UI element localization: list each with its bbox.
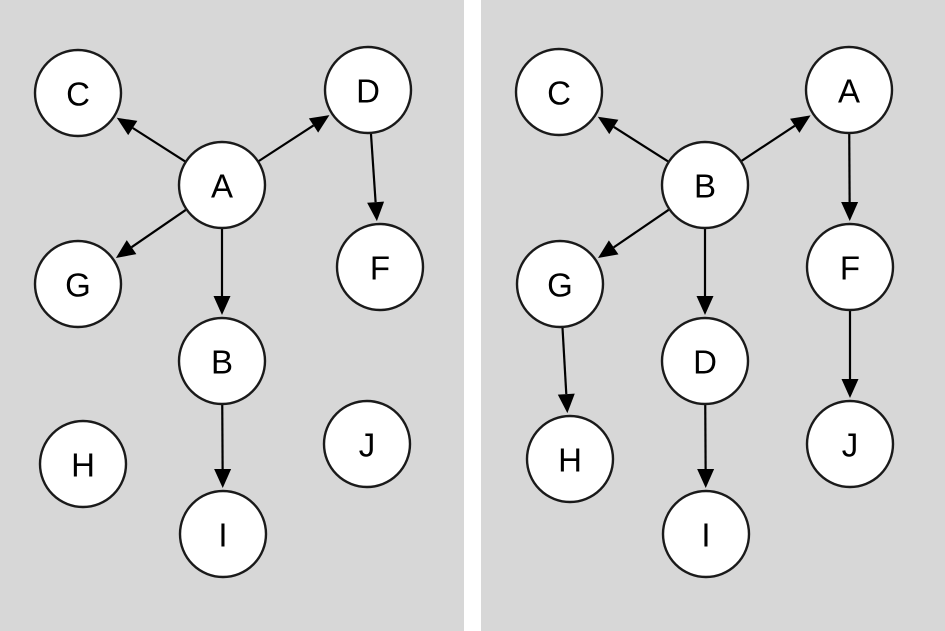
arrowhead-icon: [116, 117, 138, 136]
edge-shaft: [130, 209, 187, 249]
graph-node-j[interactable]: J: [322, 399, 412, 489]
arrowhead-icon: [214, 468, 232, 488]
node-label: G: [547, 267, 573, 304]
node-label: C: [66, 76, 90, 113]
graph-edge-a-to-c: [116, 117, 186, 163]
graph-node-f[interactable]: F: [805, 222, 895, 312]
node-circle[interactable]: [804, 45, 894, 135]
left-graph-panel: C D A G F B J H I: [0, 0, 464, 631]
node-layer: C A B G F D J H I: [514, 45, 895, 579]
graph-node-j[interactable]: J: [805, 399, 895, 489]
node-circle[interactable]: [335, 222, 425, 312]
graph-node-d[interactable]: D: [660, 316, 750, 406]
node-label: D: [356, 73, 380, 110]
graph-edge-a-to-f: [841, 133, 859, 221]
graph-node-i[interactable]: I: [178, 489, 268, 579]
node-label: F: [840, 250, 860, 287]
node-label: A: [211, 168, 233, 205]
arrowhead-icon: [841, 379, 859, 398]
arrowhead-icon: [597, 240, 619, 259]
node-circle[interactable]: [177, 316, 267, 406]
arrowhead-icon: [115, 240, 137, 258]
edge-shaft: [613, 208, 670, 249]
node-circle[interactable]: [805, 399, 895, 489]
graph-node-a[interactable]: A: [177, 140, 267, 230]
graph-edge-b-to-c: [597, 116, 669, 163]
node-label: B: [211, 344, 233, 381]
node-circle[interactable]: [515, 239, 605, 329]
arrowhead-icon: [213, 296, 231, 315]
graph-edge-b-to-a: [741, 115, 811, 162]
node-circle[interactable]: [805, 222, 895, 312]
node-circle[interactable]: [177, 140, 267, 230]
edge-shaft: [741, 124, 796, 162]
node-circle[interactable]: [660, 316, 750, 406]
graph-node-b[interactable]: B: [177, 316, 267, 406]
node-circle[interactable]: [33, 239, 123, 329]
arrowhead-icon: [308, 115, 330, 133]
left-graph-canvas: C D A G F B J H I: [33, 45, 425, 579]
node-label: D: [693, 344, 717, 381]
arrowhead-icon: [790, 115, 811, 133]
graph-node-c[interactable]: C: [514, 47, 604, 137]
graph-edge-a-to-g: [115, 209, 187, 258]
node-label: A: [838, 73, 860, 110]
graph-node-g[interactable]: G: [515, 239, 605, 329]
edge-layer: [557, 115, 859, 488]
graph-edge-a-to-d: [258, 115, 330, 162]
node-circle[interactable]: [178, 489, 268, 579]
node-circle[interactable]: [323, 45, 413, 135]
graph-node-i[interactable]: I: [661, 489, 751, 579]
graph-node-c[interactable]: C: [33, 48, 123, 138]
arrowhead-icon: [557, 393, 575, 414]
graph-node-f[interactable]: F: [335, 222, 425, 312]
node-label: B: [694, 168, 716, 205]
arrowhead-icon: [696, 296, 714, 315]
node-circle[interactable]: [661, 489, 751, 579]
node-circle[interactable]: [322, 399, 412, 489]
node-label: F: [370, 250, 390, 287]
edge-shaft: [369, 133, 377, 203]
right-graph-panel: C A B G F D J H I: [481, 0, 945, 631]
graph-node-h[interactable]: H: [38, 419, 128, 509]
node-label: J: [359, 427, 376, 464]
node-circle[interactable]: [33, 48, 123, 138]
node-label: H: [558, 442, 582, 479]
graph-node-d[interactable]: D: [323, 45, 413, 135]
graph-edge-b-to-i: [214, 404, 232, 488]
edge-shaft: [258, 124, 315, 162]
graph-node-a[interactable]: A: [804, 45, 894, 135]
arrowhead-icon: [597, 116, 619, 135]
graph-edge-d-to-i: [697, 404, 715, 488]
graph-edge-b-to-d: [696, 229, 714, 315]
right-graph-canvas: C A B G F D J H I: [514, 45, 895, 579]
graph-edge-b-to-g: [597, 208, 670, 259]
graph-edge-f-to-j: [841, 311, 859, 398]
arrowhead-icon: [367, 201, 385, 222]
graph-edge-d-to-f: [367, 133, 385, 222]
node-circle[interactable]: [525, 414, 615, 504]
node-circle[interactable]: [660, 140, 750, 230]
arrowhead-icon: [697, 468, 715, 488]
graph-node-b[interactable]: B: [660, 140, 750, 230]
edge-shaft: [561, 327, 568, 395]
graph-edge-g-to-h: [557, 327, 575, 414]
node-circle[interactable]: [38, 419, 128, 509]
arrowhead-icon: [841, 201, 859, 221]
node-label: I: [218, 517, 227, 554]
edge-shaft: [613, 125, 669, 163]
node-label: C: [547, 75, 571, 112]
node-layer: C D A G F B J H I: [33, 45, 425, 579]
node-label: G: [65, 267, 91, 304]
node-label: H: [71, 447, 95, 484]
graph-node-h[interactable]: H: [525, 414, 615, 504]
graph-edge-a-to-b: [213, 229, 231, 315]
node-label: J: [842, 427, 859, 464]
node-label: I: [701, 517, 710, 554]
edge-layer: [115, 115, 385, 488]
edge-shaft: [132, 127, 186, 163]
graph-node-g[interactable]: G: [33, 239, 123, 329]
node-circle[interactable]: [514, 47, 604, 137]
